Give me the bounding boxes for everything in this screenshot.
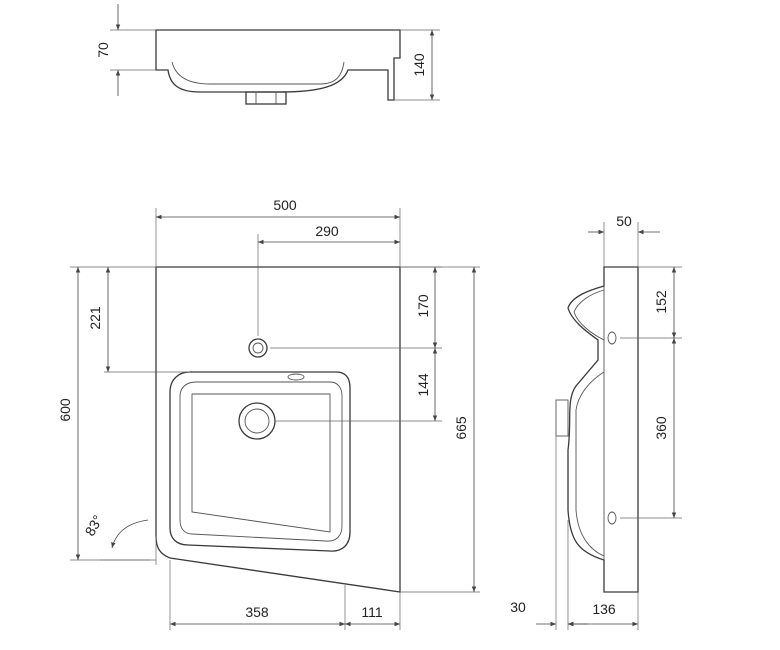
- dim-360-label: 360: [653, 416, 669, 440]
- dim-170-label: 170: [415, 294, 431, 318]
- fixing-hole-bottom: [607, 511, 617, 525]
- overflow-hole: [287, 373, 305, 381]
- dim-140-label: 140: [411, 53, 427, 77]
- dim-30-label: 30: [510, 599, 526, 615]
- dim-111-label: 111: [361, 604, 382, 620]
- dim-500-label: 500: [273, 197, 297, 213]
- basin-plan-outline: [155, 266, 401, 593]
- waste-outlet: [245, 91, 287, 105]
- tap-hole: [248, 338, 268, 358]
- basin-side-outline: [567, 266, 639, 593]
- fixing-hole-top: [607, 331, 617, 345]
- dim-358-label: 358: [245, 604, 269, 620]
- dim-angle-label: 83°: [81, 512, 105, 538]
- drain-inner: [244, 408, 270, 434]
- drain-outer: [238, 402, 276, 440]
- dim-221-label: 221: [87, 306, 103, 330]
- basin-front-outline: [155, 29, 401, 101]
- side-waste-pipe: [555, 399, 569, 437]
- dim-70-label: 70: [95, 42, 111, 58]
- side-view: 50 152 360 30 136: [510, 213, 682, 630]
- dim-136-label: 136: [592, 601, 616, 617]
- plan-view: 500 290 600 221 170 144 665 83°: [57, 197, 480, 630]
- basin-side-inner: [573, 289, 605, 341]
- bowl-basin: [191, 393, 331, 533]
- dim-144-label: 144: [415, 373, 431, 397]
- bowl-outer-rim: [169, 371, 351, 552]
- dim-50-label: 50: [616, 213, 632, 229]
- dim-600-label: 600: [57, 398, 73, 422]
- front-elevation-view: 70 140: [95, 4, 440, 105]
- dim-152-label: 152: [653, 290, 669, 314]
- dim-290-label: 290: [315, 223, 339, 239]
- basin-front-inner: [171, 61, 345, 85]
- bowl-inner-rim: [179, 381, 343, 542]
- dim-665-label: 665: [453, 416, 469, 440]
